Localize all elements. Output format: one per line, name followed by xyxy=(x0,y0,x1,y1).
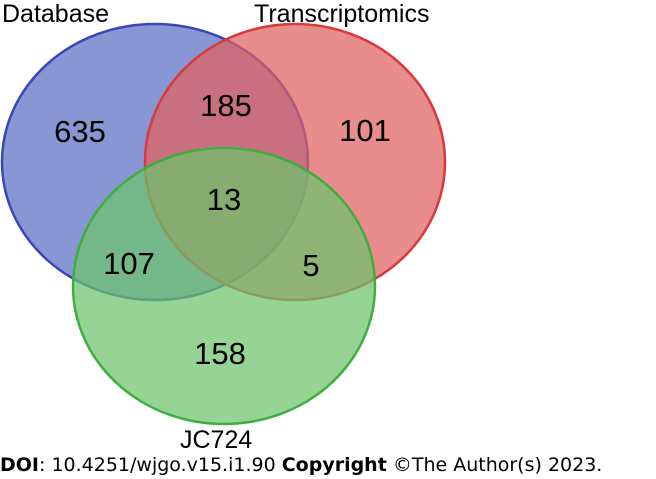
copyright-value: ©The Author(s) 2023. xyxy=(386,454,603,476)
set-label-transcriptomics: Transcriptomics xyxy=(254,0,430,28)
copyright-label: Copyright xyxy=(281,454,387,476)
doi-label: DOI xyxy=(0,454,39,476)
jc724-circle xyxy=(71,146,377,426)
count-database-transcriptomics: 185 xyxy=(200,88,252,123)
doi-value: : 10.4251/wjgo.v15.i1.90 xyxy=(39,454,282,476)
count-all-three: 13 xyxy=(207,182,241,217)
count-transcriptomics-only: 101 xyxy=(339,113,391,148)
set-label-jc724: JC724 xyxy=(180,426,252,454)
set-label-database: Database xyxy=(2,0,109,28)
count-transcriptomics-jc724: 5 xyxy=(302,248,319,283)
count-jc724-only: 158 xyxy=(194,336,246,371)
citation-footer: DOI: 10.4251/wjgo.v15.i1.90 Copyright ©T… xyxy=(0,452,656,479)
count-database-jc724: 107 xyxy=(103,246,155,281)
count-database-only: 635 xyxy=(54,114,106,149)
